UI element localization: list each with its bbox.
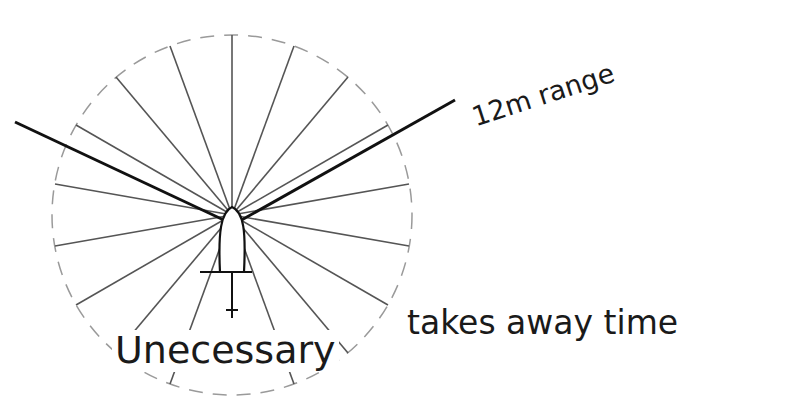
boat-outline: [200, 207, 252, 272]
sweep-rays: [55, 35, 409, 384]
note-text: takes away time: [404, 305, 681, 341]
down-arrow: [226, 272, 238, 318]
range-limit-lines: [15, 100, 455, 222]
note-text: Unecessary: [112, 330, 339, 372]
range-note: 12m range: [465, 57, 620, 133]
range-circle: [52, 35, 412, 395]
